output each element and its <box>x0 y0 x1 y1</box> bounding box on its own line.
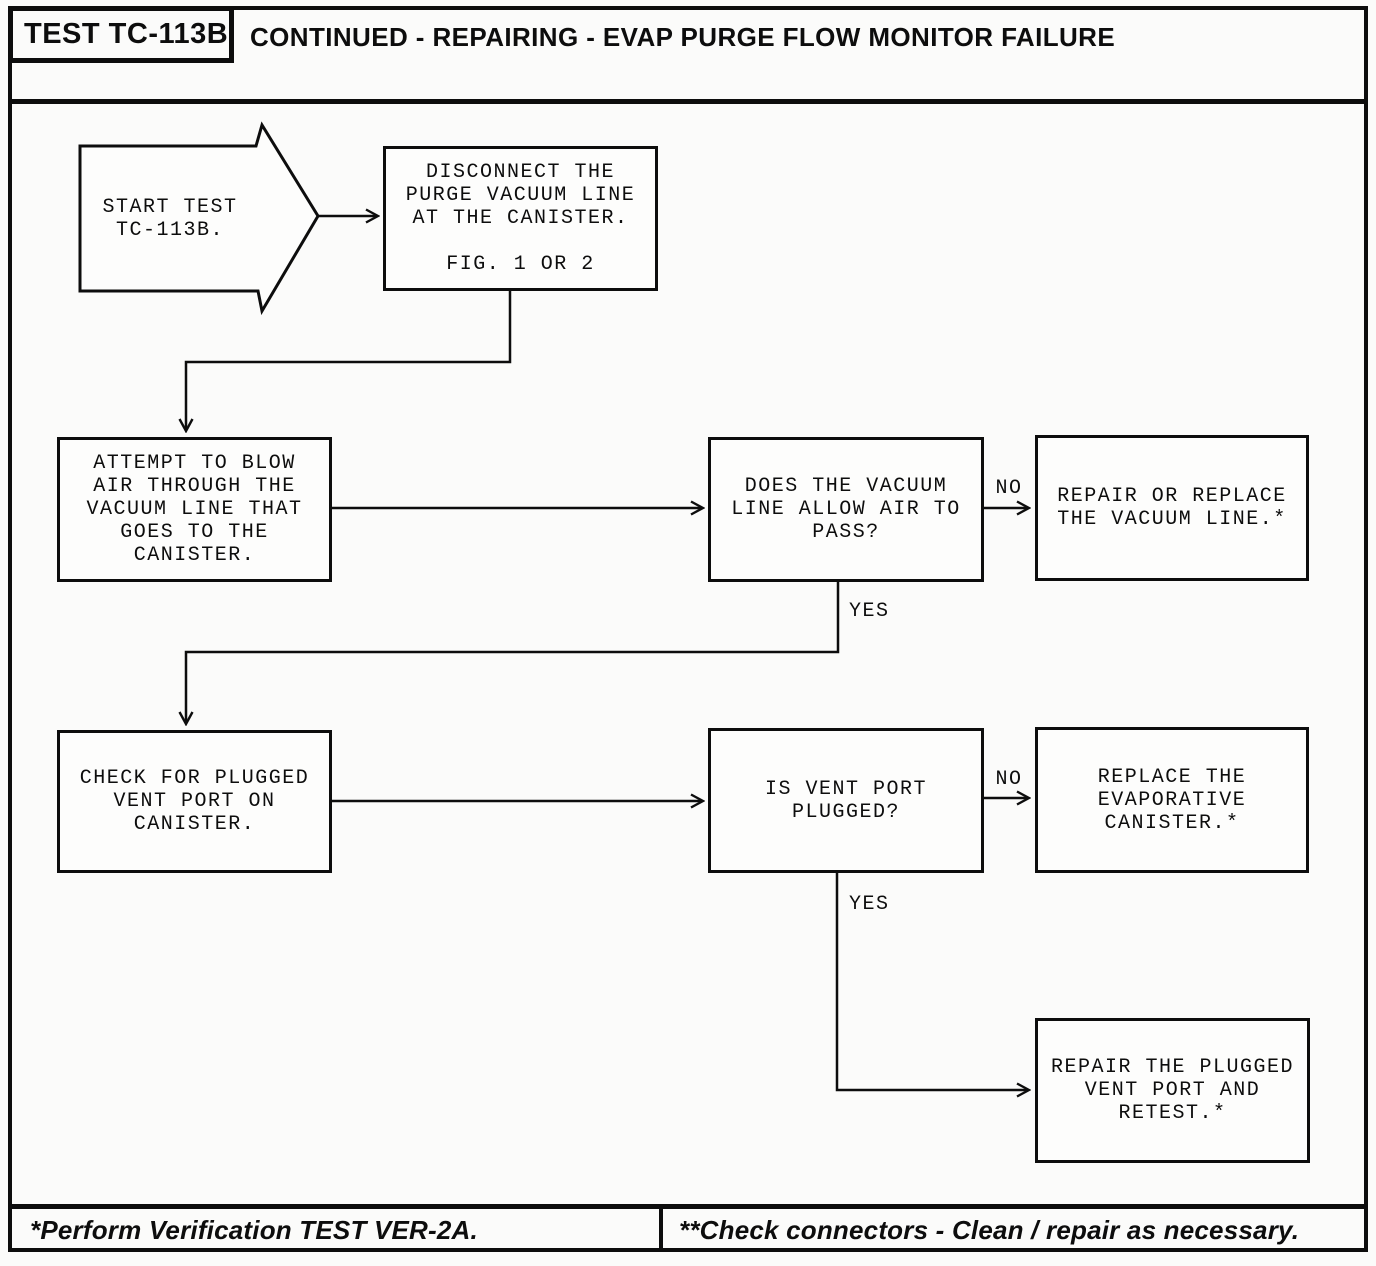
node-repair-vent-port: REPAIR THE PLUGGED VENT PORT AND RETEST.… <box>1035 1018 1310 1163</box>
test-id: TEST TC-113B <box>24 18 229 50</box>
edge-label-yes-1: YES <box>849 600 890 623</box>
node-repair-vacuum-line: REPAIR OR REPLACE THE VACUUM LINE.* <box>1035 435 1309 581</box>
footer-note-left: *Perform Verification TEST VER-2A. <box>8 1209 663 1252</box>
node-start-label: START TEST TC-113B. <box>102 196 238 242</box>
test-id-box: TEST TC-113B <box>8 6 234 63</box>
footer-note-right: **Check connectors - Clean / repair as n… <box>679 1215 1300 1245</box>
edge-q2-yes <box>835 873 1028 1090</box>
header-divider <box>8 99 1368 104</box>
node-attempt-blow-air: ATTEMPT TO BLOW AIR THROUGH THE VACUUM L… <box>57 437 332 582</box>
edge-label-yes-2: YES <box>849 893 890 916</box>
edge-label-no-2: NO <box>995 768 1023 791</box>
edge-label-no-1: NO <box>995 477 1023 500</box>
page-border <box>8 6 1368 1252</box>
node-question-vent-port: IS VENT PORT PLUGGED? <box>708 728 984 873</box>
page-title: CONTINUED - REPAIRING - EVAP PURGE FLOW … <box>250 22 1116 52</box>
node-disconnect-purge-line: DISCONNECT THE PURGE VACUUM LINE AT THE … <box>383 146 658 291</box>
edge-q1-yes <box>186 582 840 723</box>
edge-disconnect-to-attempt <box>186 291 512 430</box>
start-arrow-shape <box>78 121 320 316</box>
node-check-vent-port: CHECK FOR PLUGGED VENT PORT ON CANISTER. <box>57 730 332 873</box>
node-question-vacuum-line: DOES THE VACUUM LINE ALLOW AIR TO PASS? <box>708 437 984 582</box>
footer-notes: *Perform Verification TEST VER-2A. **Che… <box>8 1204 1368 1252</box>
node-replace-canister: REPLACE THE EVAPORATIVE CANISTER.* <box>1035 727 1309 873</box>
